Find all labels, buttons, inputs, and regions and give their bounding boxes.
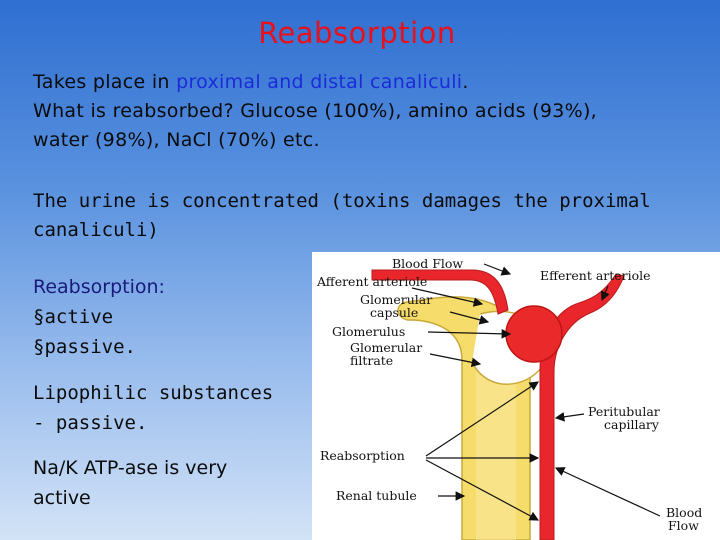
intro-line-1-suffix: .	[462, 71, 469, 93]
label-afferent-arteriole: Afferent arteriole	[316, 274, 427, 289]
label-peritubular-1: Peritubular	[588, 404, 660, 419]
arrow-reabsorption-3	[425, 459, 540, 521]
glomerulus-shape	[505, 305, 563, 363]
intro-line-3: water (98%), NaCl (70%) etc.	[33, 129, 320, 151]
label-glomerulus: Glomerulus	[332, 324, 405, 339]
bullet-icon: §	[33, 336, 45, 358]
label-peritubular-2: capillary	[604, 417, 660, 432]
label-glomerular-capsule-1: Glomerular	[360, 292, 432, 307]
reabsorption-type-passive: §passive.	[33, 332, 313, 362]
label-glomerular-filtrate-1: Glomerular	[350, 340, 422, 355]
arrow-peritubular	[554, 412, 585, 422]
label-renal-tubule: Renal tubule	[336, 488, 417, 503]
intro-line-1: Takes place in proximal and distal canal…	[33, 68, 703, 97]
arrow-afferent	[411, 287, 484, 307]
reabsorption-types: Reabsorption: §active §passive.	[33, 272, 313, 362]
arrow-blood-flow-top	[483, 263, 512, 276]
lipophilic-line-2: - passive.	[33, 412, 148, 434]
label-glomerular-filtrate-2: filtrate	[350, 353, 393, 368]
label-blood-flow-bottom-2: Flow	[668, 518, 699, 533]
arrow-glomerular-filtrate	[429, 353, 482, 368]
reabsorption-site-highlight: proximal and distal canaliculi	[176, 71, 463, 93]
label-glomerular-capsule-2: capsule	[370, 305, 418, 320]
intro-line-1-prefix: Takes place in	[33, 71, 177, 93]
concentration-paragraph: The urine is concentrated (toxins damage…	[33, 187, 703, 245]
nak-atpase-note: Na/K ATP-ase is very active	[33, 453, 313, 513]
slide-title: Reabsorption	[258, 16, 456, 50]
intro-line-2: What is reabsorbed? Glucose (100%), amin…	[33, 100, 597, 122]
arrow-glomerular-capsule	[449, 311, 490, 325]
label-blood-flow-bottom-1: Blood	[666, 505, 702, 520]
concentration-line-2: canaliculi)	[33, 219, 159, 241]
arrow-glomerulus	[427, 328, 512, 339]
intro-paragraph: Takes place in proximal and distal canal…	[33, 68, 703, 155]
bullet-icon: §	[33, 306, 45, 328]
arrow-efferent	[600, 285, 610, 302]
lipophilic-note: Lipophilic substances - passive.	[33, 378, 313, 438]
concentration-line-1: The urine is concentrated (toxins damage…	[33, 190, 651, 212]
nephron-diagram-svg: Blood Flow Afferent arteriole Efferent a…	[316, 256, 702, 540]
afferent-arteriole-shape	[371, 269, 509, 315]
reabsorption-type-active: §active	[33, 302, 313, 332]
lipophilic-line-1: Lipophilic substances	[33, 382, 274, 404]
reabsorption-type-passive-label: passive.	[44, 336, 136, 358]
arrow-blood-flow-bottom	[554, 467, 661, 517]
label-blood-flow-top: Blood Flow	[392, 256, 463, 271]
nak-line-1: Na/K ATP-ase is very	[33, 457, 228, 479]
reabsorption-types-heading: Reabsorption:	[33, 276, 165, 298]
label-efferent-arteriole: Efferent arteriole	[540, 268, 651, 283]
label-reabsorption: Reabsorption	[320, 448, 405, 463]
nephron-diagram: Blood Flow Afferent arteriole Efferent a…	[312, 252, 720, 540]
nak-line-2: active	[33, 487, 91, 509]
reabsorption-type-active-label: active	[44, 306, 114, 328]
arrow-reabsorption-1	[425, 381, 540, 457]
